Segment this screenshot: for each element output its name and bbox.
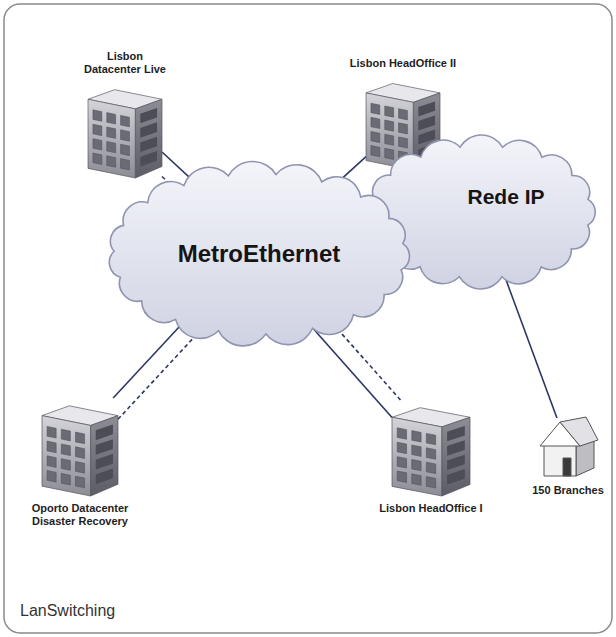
- building-window: [397, 442, 406, 453]
- building-window: [61, 444, 70, 456]
- building-window: [397, 428, 406, 439]
- building-window: [107, 156, 116, 167]
- building-window: [412, 474, 421, 485]
- building-window: [61, 429, 70, 441]
- cloud-outline: [367, 135, 596, 289]
- building-window: [371, 103, 380, 114]
- building-window: [426, 477, 435, 488]
- node-outline: [392, 400, 470, 496]
- building-window: [426, 462, 435, 473]
- building-window: [399, 123, 408, 134]
- building-window: [96, 454, 113, 470]
- cloud-outline: [109, 162, 409, 346]
- building-window: [93, 153, 102, 164]
- backup-link: [331, 321, 401, 400]
- house-roof: [560, 417, 598, 446]
- site-building: Oporto Datacenter Disaster Recovery: [42, 398, 118, 496]
- building-front: [42, 416, 91, 496]
- building-window: [447, 455, 465, 470]
- building-window: [140, 137, 157, 152]
- building-window: [75, 462, 84, 474]
- building-window: [418, 101, 435, 116]
- network-link: [311, 327, 392, 418]
- building-window: [385, 148, 394, 159]
- building-window: [371, 117, 380, 128]
- building-front: [392, 417, 442, 496]
- node-outline: [536, 418, 600, 478]
- building-window: [412, 459, 421, 470]
- building-side: [135, 99, 162, 178]
- building-window: [121, 115, 130, 126]
- building-window: [140, 122, 157, 137]
- building-window: [140, 151, 157, 166]
- building-window: [75, 447, 84, 459]
- building-window: [107, 127, 116, 138]
- network-cloud: MetroEthernet: [100, 160, 418, 348]
- building-window: [385, 120, 394, 131]
- building-window: [426, 448, 435, 459]
- building-window: [47, 471, 56, 483]
- building-window: [371, 146, 380, 157]
- figure-caption: LanSwitching: [20, 602, 115, 620]
- building-window: [107, 113, 116, 124]
- building-window: [75, 432, 84, 444]
- building-side: [91, 416, 118, 496]
- building-window: [47, 426, 56, 438]
- building-window: [447, 469, 465, 484]
- building-window: [96, 469, 113, 485]
- building-window: [93, 139, 102, 150]
- frame-border: [4, 4, 612, 633]
- network-link: [504, 274, 557, 418]
- building-window: [107, 141, 116, 152]
- building-front: [88, 99, 135, 178]
- building-window: [399, 137, 408, 148]
- site-label: Oporto Datacenter Disaster Recovery: [10, 502, 150, 528]
- network-name: Rede IP: [467, 185, 544, 209]
- building-window: [412, 431, 421, 442]
- building-window: [412, 445, 421, 456]
- building-window: [121, 130, 130, 141]
- building-window: [385, 106, 394, 117]
- building-window: [399, 109, 408, 120]
- building-window: [93, 110, 102, 121]
- house-front: [544, 444, 576, 476]
- building-window: [47, 456, 56, 468]
- building-window: [385, 134, 394, 145]
- site-label: Lisbon Datacenter Live: [79, 50, 171, 76]
- building-window: [93, 124, 102, 135]
- building-window: [121, 159, 130, 170]
- site-building: Lisbon Datacenter Live: [88, 82, 162, 178]
- node-outline: [88, 82, 162, 178]
- building-window: [75, 476, 84, 488]
- building-window: [371, 131, 380, 142]
- branch-house: 150 Branches: [536, 418, 600, 478]
- building-window: [426, 433, 435, 444]
- building-window: [96, 424, 113, 440]
- building-window: [47, 441, 56, 453]
- building-window: [447, 426, 465, 441]
- house-door: [563, 458, 571, 476]
- site-label: Lisbon HeadOffice I: [366, 502, 496, 515]
- building-window: [61, 459, 70, 471]
- building-window: [140, 108, 157, 123]
- node-outline: [42, 398, 118, 496]
- site-building: Lisbon HeadOffice I: [392, 400, 470, 496]
- backup-link: [118, 326, 204, 419]
- building-side: [442, 417, 470, 496]
- building-window: [397, 471, 406, 482]
- site-label: Lisbon HeadOffice II: [333, 57, 473, 70]
- building-window: [418, 115, 435, 130]
- building-window: [96, 439, 113, 455]
- building-window: [447, 440, 465, 455]
- building-window: [61, 473, 70, 485]
- building-window: [397, 457, 406, 468]
- network-name: MetroEthernet: [178, 240, 341, 268]
- site-label: 150 Branches: [518, 484, 616, 497]
- building-window: [121, 144, 130, 155]
